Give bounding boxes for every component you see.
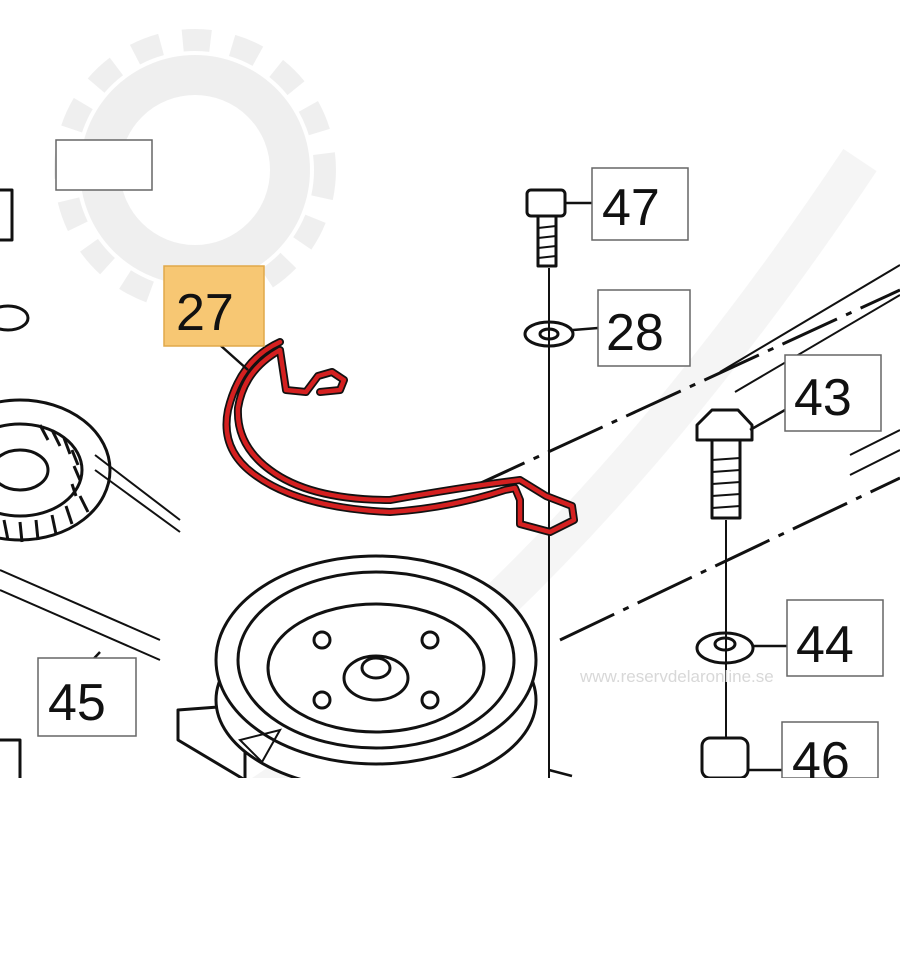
svg-text:44: 44: [796, 616, 854, 674]
callout-46: 46: [781, 721, 879, 790]
callout-28: 28: [597, 289, 691, 367]
main-pulley: [176, 554, 538, 792]
callout-45: 45: [37, 657, 137, 737]
callout-box-partial: [55, 139, 153, 191]
callout-27: 27: [163, 265, 265, 347]
callout-47: 47: [591, 167, 689, 241]
svg-text:47: 47: [602, 179, 660, 237]
callout-44: 44: [786, 599, 884, 677]
reference-lines: [469, 264, 900, 642]
bolt-47: [525, 188, 567, 268]
bolt-43: [695, 408, 754, 520]
watermark-text: www.reservdelaronline.se: [579, 667, 774, 686]
spring-27: [222, 338, 578, 536]
svg-text:45: 45: [48, 674, 106, 732]
spacer-46: [700, 736, 750, 780]
svg-text:27: 27: [176, 284, 234, 342]
left-pulley-belt: [0, 188, 181, 782]
callout-43: 43: [784, 354, 882, 432]
svg-text:28: 28: [606, 304, 664, 362]
svg-text:43: 43: [794, 369, 852, 427]
diagram-bottom-mask: [0, 778, 900, 962]
